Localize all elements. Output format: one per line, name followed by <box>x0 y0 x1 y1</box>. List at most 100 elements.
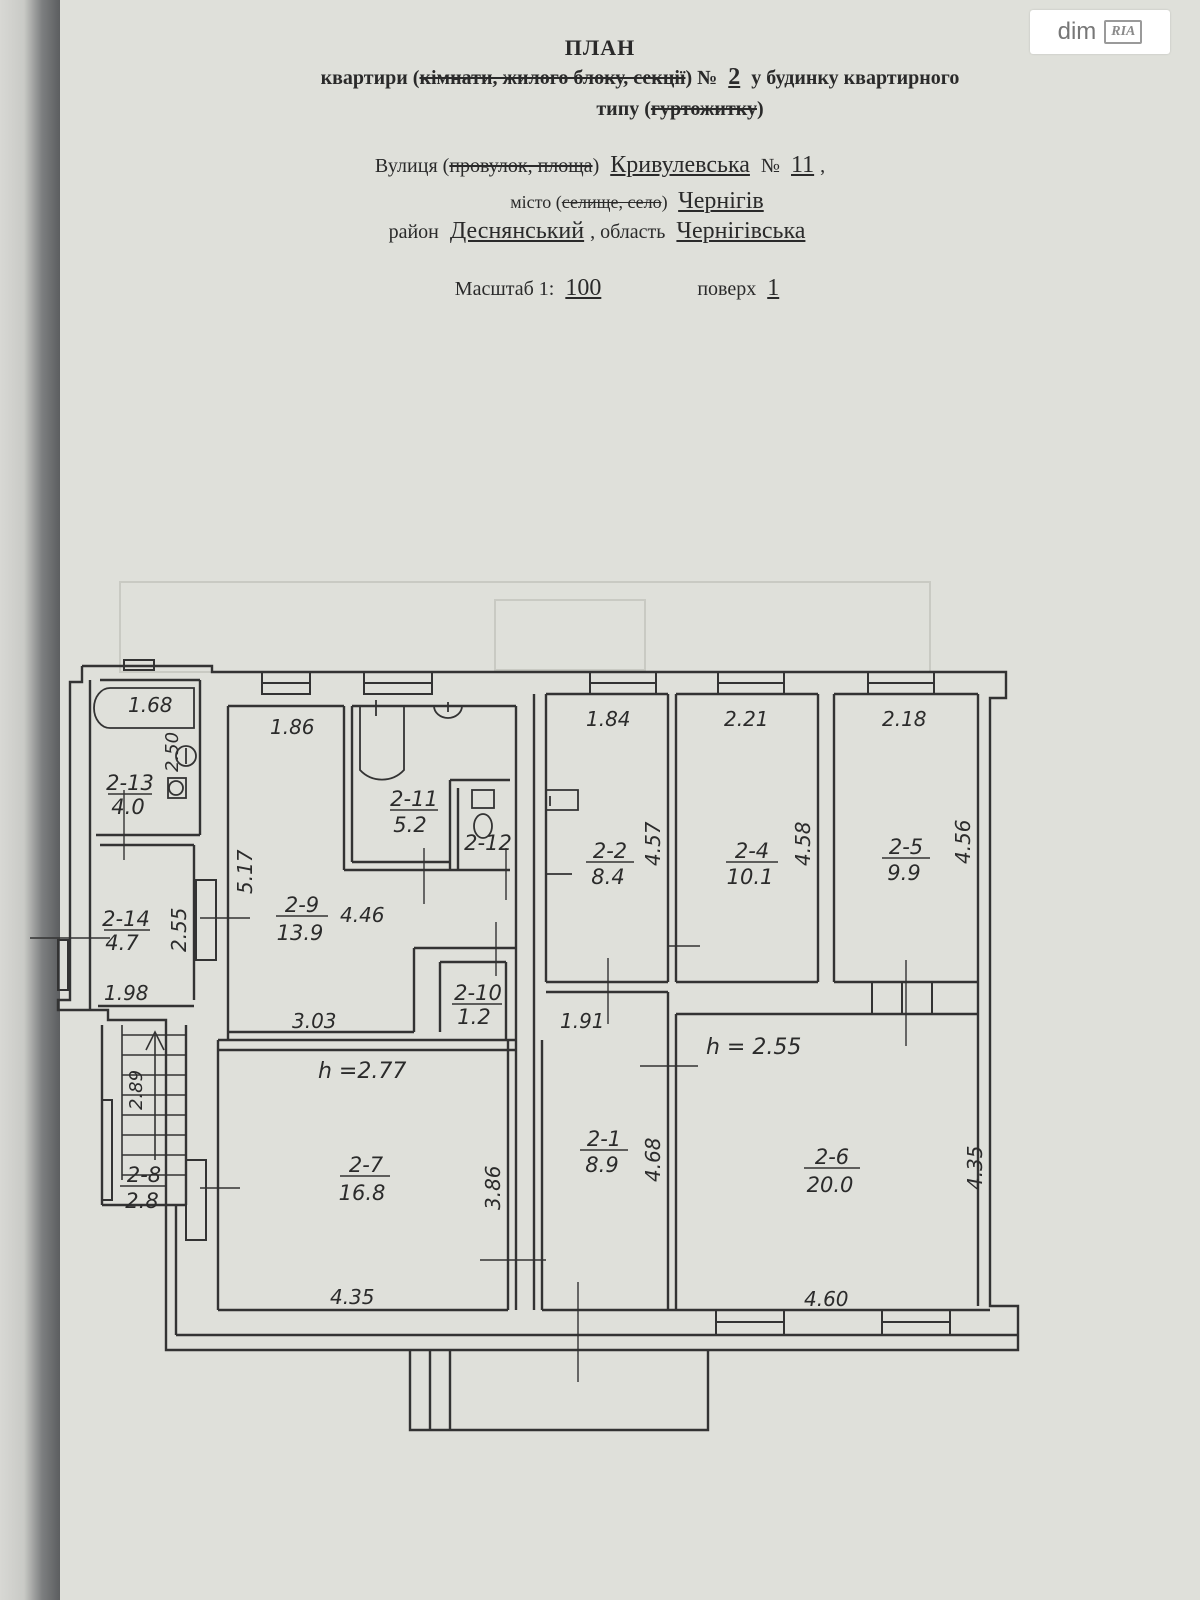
dim-468: 4.68 <box>641 1137 665 1182</box>
dim-198: 1.98 <box>104 981 149 1005</box>
room-2-7-id: 2-7 <box>349 1153 384 1177</box>
windows <box>57 659 951 1336</box>
room-2-2-area: 8.4 <box>591 865 624 889</box>
room-2-4-id: 2-4 <box>735 839 769 863</box>
apartment-label: квартири ( <box>320 67 420 89</box>
city-line: місто (селище, село) Чернігів <box>0 188 1200 215</box>
scale-label: Масштаб 1: <box>454 278 555 300</box>
room-2-9-id: 2-9 <box>285 893 319 917</box>
room-2-13-id: 2-13 <box>106 771 154 795</box>
height-255: h = 2.55 <box>706 1035 801 1060</box>
apartment-number: 2 <box>728 64 741 90</box>
dim-460: 4.60 <box>804 1287 849 1311</box>
house-label: № <box>760 155 781 177</box>
house-comma: , <box>820 155 826 177</box>
dim-303: 3.03 <box>292 1009 337 1033</box>
dim-386: 3.86 <box>481 1165 505 1210</box>
room-2-5-area: 9.9 <box>887 861 920 885</box>
outer-wall <box>56 664 1020 1352</box>
dim-ria-watermark: dim RIA <box>1030 10 1170 54</box>
dim-250: 2.50 <box>162 732 183 772</box>
apartment-struck-options: кімнати, жилого блоку, секції <box>419 67 686 89</box>
room-2-6-id: 2-6 <box>815 1145 849 1169</box>
building-type-line: типу (гуртожитку) <box>0 98 1200 121</box>
watermark-ria-logo: RIA <box>1104 20 1143 44</box>
dimension-labels: 1.68 2.50 1.86 1.84 2.21 2.18 5.17 4.46 … <box>104 693 987 1311</box>
city-label: місто ( <box>510 192 562 212</box>
dim-517: 5.17 <box>233 849 257 894</box>
page-title: ПЛАН <box>564 35 636 60</box>
sink-2-icon <box>433 705 463 719</box>
book-spine <box>0 0 60 1600</box>
room-2-1-id: 2-1 <box>587 1127 621 1151</box>
room-2-5-id: 2-5 <box>889 835 923 859</box>
street-line: Вулиця (провулок, площа) Кривулевська № … <box>0 152 1200 179</box>
room-2-10-id: 2-10 <box>454 981 502 1005</box>
dim-255: 2.55 <box>167 907 191 952</box>
toilet-icon <box>473 813 493 839</box>
room-labels: 2-13 4.0 2-14 4.7 2-8 2.8 2-9 13.9 2-11 … <box>102 771 930 1213</box>
dim-191: 1.91 <box>560 1009 605 1033</box>
region-name: Чернігівська <box>676 218 806 244</box>
watermark-dim-text: dim <box>1057 18 1097 45</box>
dim-221: 2.21 <box>724 707 769 731</box>
street-label: Вулиця ( <box>374 155 450 177</box>
scale-value: 100 <box>565 275 602 301</box>
district-label: район <box>388 221 439 243</box>
bathtub-2-icon <box>359 706 405 781</box>
city-struck-options: селище, село <box>561 192 662 212</box>
dim-457: 4.57 <box>641 821 665 866</box>
room-2-7-area: 16.8 <box>339 1181 386 1205</box>
scale-floor-line: Масштаб 1: 100 поверх 1 <box>0 275 1200 302</box>
door-marks <box>30 790 907 1382</box>
city-close: ) <box>661 192 668 212</box>
district-name: Деснянський <box>449 218 585 244</box>
height-labels: h =2.77 h = 2.55 <box>318 1035 801 1084</box>
stove-icon <box>546 789 579 811</box>
room-2-13-area: 4.0 <box>111 795 144 819</box>
dim-458: 4.58 <box>791 821 815 866</box>
bathtub-icon <box>93 687 195 729</box>
document-sheet <box>60 0 1200 1600</box>
street-struck-options: провулок, площа <box>449 155 593 177</box>
dim-446: 4.46 <box>340 903 385 927</box>
room-2-14-area: 4.7 <box>105 931 139 955</box>
dim-435-vertical: 4.35 <box>963 1145 987 1190</box>
district-line: район Деснянський, область Чернігівська <box>0 218 1200 245</box>
room-2-4-area: 10.1 <box>727 865 774 889</box>
type-label: типу ( <box>596 98 651 120</box>
dim-168: 1.68 <box>128 693 173 717</box>
floor-label: поверх <box>697 278 757 300</box>
region-label: , область <box>590 221 666 243</box>
room-2-1-area: 8.9 <box>585 1153 618 1177</box>
apartment-number-label: ) № <box>685 67 718 89</box>
toilet-tank-icon <box>471 789 495 809</box>
dim-186: 1.86 <box>270 715 315 739</box>
room-2-9-area: 13.9 <box>277 921 324 945</box>
room-2-11-id: 2-11 <box>390 787 438 811</box>
floor-value: 1 <box>767 275 780 301</box>
sink-icon <box>175 745 197 767</box>
walls <box>56 664 1020 1432</box>
dim-218: 2.18 <box>882 707 927 731</box>
porch <box>408 1350 710 1432</box>
street-name: Кривулевська <box>610 152 750 178</box>
city-name: Чернігів <box>678 188 764 214</box>
wc-icon <box>168 780 184 796</box>
stairs <box>121 1025 186 1180</box>
room-2-14-id: 2-14 <box>102 907 150 931</box>
street-close: ) <box>592 155 600 177</box>
fixtures <box>93 687 579 875</box>
dim-456: 4.56 <box>951 819 975 864</box>
building-type-label: у будинку квартирного <box>751 67 960 89</box>
room-2-12-id: 2-12 <box>464 831 512 855</box>
room-2-8-area: 2.8 <box>125 1189 158 1213</box>
dim-289: 2.89 <box>126 1070 147 1110</box>
room-2-8-id: 2-8 <box>127 1163 161 1187</box>
faint-ghost-plan <box>119 581 931 673</box>
house-number: 11 <box>791 152 815 178</box>
height-277: h =2.77 <box>318 1059 406 1084</box>
type-close: ) <box>756 98 764 120</box>
apartment-line: квартири (кімнати, жилого блоку, секції)… <box>0 64 1200 91</box>
